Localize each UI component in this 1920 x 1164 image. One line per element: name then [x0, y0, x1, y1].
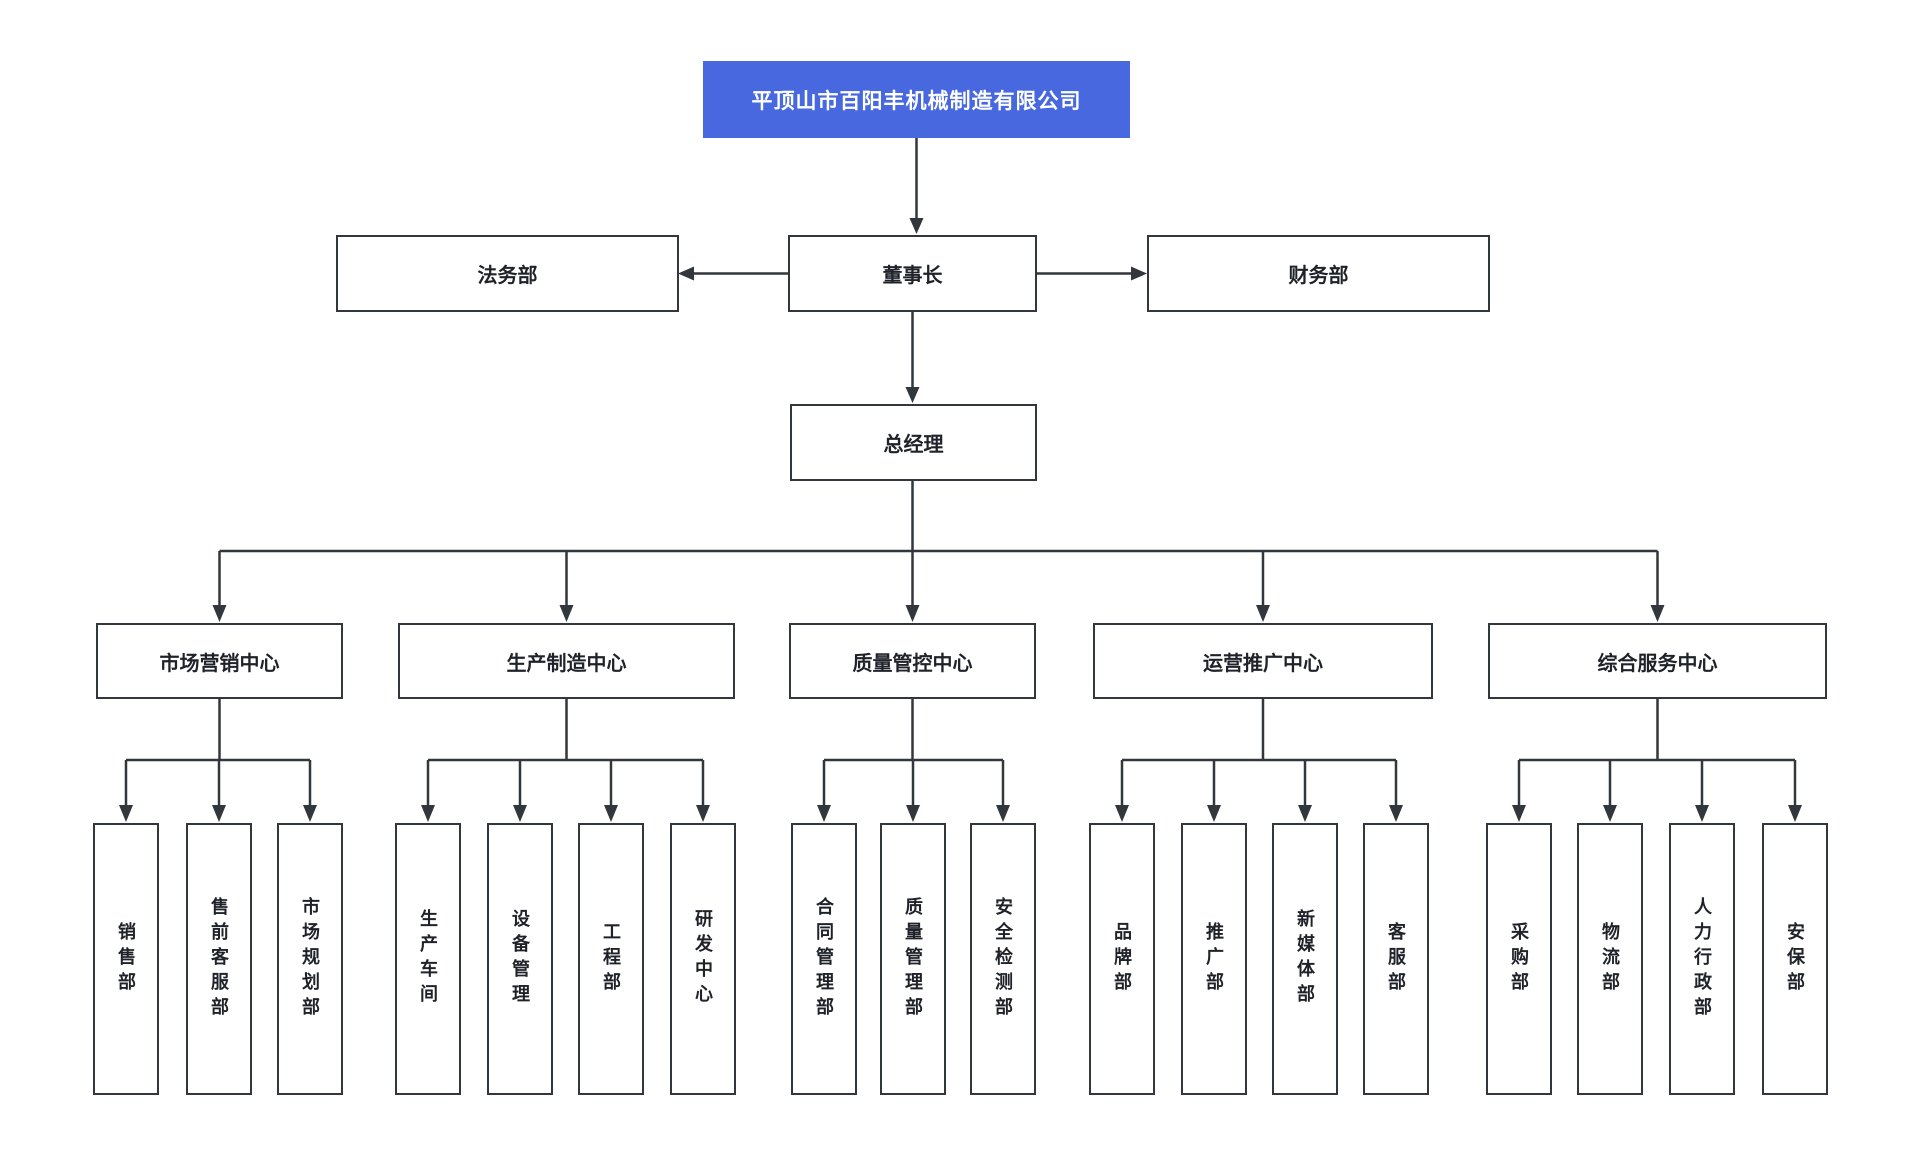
node-center-marketing: 市场营销中心	[96, 623, 343, 699]
connector-gm-centers	[212, 481, 1665, 622]
dept-label: 研发中心	[693, 909, 713, 1009]
node-center-operations: 运营推广中心	[1093, 623, 1433, 699]
node-dept-security: 安保部	[1762, 823, 1828, 1095]
node-general-manager: 总经理	[790, 404, 1037, 481]
node-center-production: 生产制造中心	[398, 623, 735, 699]
connector-production-children	[421, 699, 710, 822]
node-center-services: 综合服务中心	[1488, 623, 1827, 699]
node-company-root: 平顶山市百阳丰机械制造有限公司	[703, 61, 1130, 138]
node-dept-contract-mgmt: 合同管理部	[791, 823, 857, 1095]
node-dept-rnd-center: 研发中心	[670, 823, 736, 1095]
node-dept-brand: 品牌部	[1089, 823, 1155, 1095]
node-chairman: 董事长	[788, 235, 1037, 312]
dept-label: 安全检测部	[993, 896, 1013, 1022]
connector-chairman-finance	[1037, 266, 1147, 281]
dept-label: 销售部	[116, 921, 136, 997]
dept-label: 合同管理部	[814, 896, 834, 1022]
connector-services-children	[1512, 699, 1802, 822]
connector-quality-children	[817, 699, 1010, 822]
node-dept-engineering: 工程部	[578, 823, 644, 1095]
dept-label: 工程部	[601, 921, 621, 997]
dept-label: 人力行政部	[1692, 896, 1712, 1022]
node-dept-safety-inspection: 安全检测部	[970, 823, 1036, 1095]
dept-label: 物流部	[1600, 921, 1620, 997]
node-dept-market-planning: 市场规划部	[277, 823, 343, 1095]
node-dept-production-workshop: 生产车间	[395, 823, 461, 1095]
node-dept-hr-admin: 人力行政部	[1669, 823, 1735, 1095]
dept-label: 质量管理部	[903, 896, 923, 1022]
node-legal-dept: 法务部	[336, 235, 679, 312]
dept-label: 品牌部	[1112, 921, 1132, 997]
connector-chairman-gm	[905, 312, 920, 403]
dept-label: 售前客服部	[209, 896, 229, 1022]
dept-label: 安保部	[1785, 921, 1805, 997]
node-dept-equipment-mgmt: 设备管理	[487, 823, 553, 1095]
connector-marketing-children	[119, 699, 317, 822]
dept-label: 推广部	[1204, 921, 1224, 997]
dept-label: 新媒体部	[1295, 909, 1315, 1009]
node-dept-quality-mgmt: 质量管理部	[880, 823, 946, 1095]
node-center-quality: 质量管控中心	[789, 623, 1036, 699]
connector-operations-children	[1115, 699, 1403, 822]
node-dept-new-media: 新媒体部	[1272, 823, 1338, 1095]
dept-label: 市场规划部	[300, 896, 320, 1022]
node-dept-customer-service: 客服部	[1363, 823, 1429, 1095]
node-dept-promotion: 推广部	[1181, 823, 1247, 1095]
node-dept-procurement: 采购部	[1486, 823, 1552, 1095]
node-dept-sales: 销售部	[93, 823, 159, 1095]
dept-label: 采购部	[1509, 921, 1529, 997]
dept-label: 设备管理	[510, 909, 530, 1009]
dept-label: 生产车间	[418, 909, 438, 1009]
connector-root-chairman	[909, 138, 924, 234]
connector-chairman-legal	[678, 266, 788, 281]
node-dept-presales-service: 售前客服部	[186, 823, 252, 1095]
node-dept-logistics: 物流部	[1577, 823, 1643, 1095]
dept-label: 客服部	[1386, 921, 1406, 997]
node-finance-dept: 财务部	[1147, 235, 1490, 312]
